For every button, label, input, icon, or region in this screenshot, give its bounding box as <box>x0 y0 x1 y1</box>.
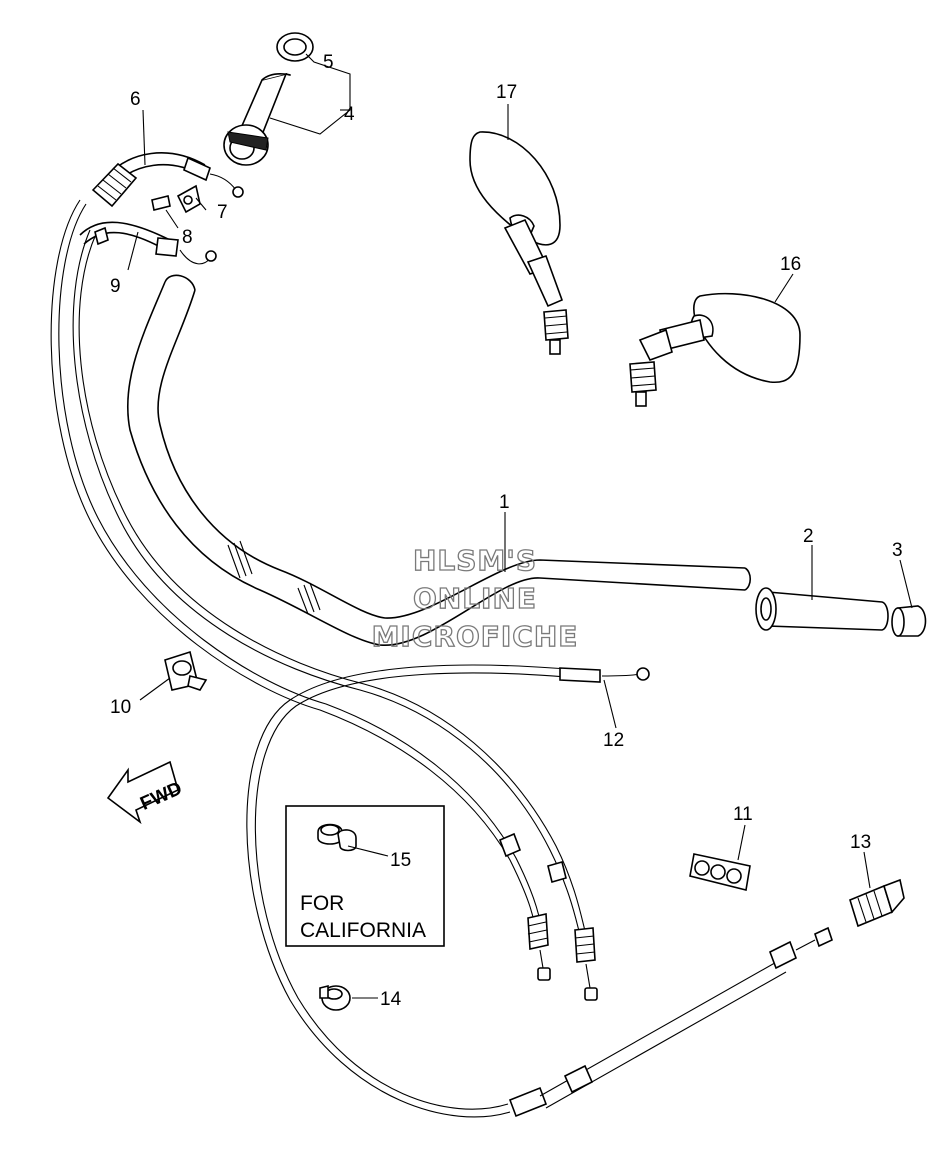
callout-11: 11 <box>733 804 753 825</box>
handlebar <box>126 274 752 646</box>
watermark-line-1: HLSM'S <box>413 544 537 577</box>
callout-2: 2 <box>803 526 814 547</box>
clutch-cable <box>246 664 833 1118</box>
callout-4: 4 <box>344 104 355 125</box>
cable-adjuster <box>849 878 905 928</box>
cable-clamp-10 <box>164 650 208 691</box>
cable-holder-11 <box>689 853 751 891</box>
mirror-right <box>629 292 801 407</box>
callout-12: 12 <box>603 730 624 751</box>
mirror-left <box>469 131 569 355</box>
callout-5: 5 <box>323 52 334 73</box>
callout-6: 6 <box>130 89 141 110</box>
callout-8: 8 <box>182 227 193 248</box>
callout-14: 14 <box>380 989 402 1010</box>
callout-3: 3 <box>892 540 903 561</box>
california-inset: FOR CALIFORNIA <box>285 805 445 947</box>
watermark-line-2: ONLINE <box>413 582 537 615</box>
inset-line-1: FOR <box>300 892 344 915</box>
callout-10: 10 <box>110 697 131 718</box>
callout-7: 7 <box>217 202 228 223</box>
callout-16: 16 <box>780 254 801 275</box>
forward-arrow: FWD <box>106 760 185 825</box>
callout-15: 15 <box>390 850 411 871</box>
leader-lines <box>127 53 913 999</box>
inset-line-2: CALIFORNIA <box>300 919 426 942</box>
callout-13: 13 <box>850 832 871 853</box>
clip-15 <box>317 823 357 852</box>
callout-1: 1 <box>499 492 510 513</box>
bar-end-weight <box>891 605 927 637</box>
callout-9: 9 <box>110 276 121 297</box>
callout-numbers: 1 2 3 4 5 6 7 8 9 10 11 12 13 14 15 16 1… <box>110 52 903 1010</box>
right-grip <box>755 587 889 631</box>
left-grip-assembly <box>223 32 314 166</box>
callout-17: 17 <box>496 82 517 103</box>
watermark: HLSM'S ONLINE MICROFICHE <box>371 543 579 653</box>
throttle-cable-return <box>79 221 217 265</box>
clip-14 <box>319 984 351 1011</box>
cable-guide <box>151 184 201 214</box>
watermark-line-3: MICROFICHE <box>372 620 579 653</box>
throttle-cables-long <box>50 199 598 1001</box>
throttle-cable-pull <box>91 152 244 208</box>
